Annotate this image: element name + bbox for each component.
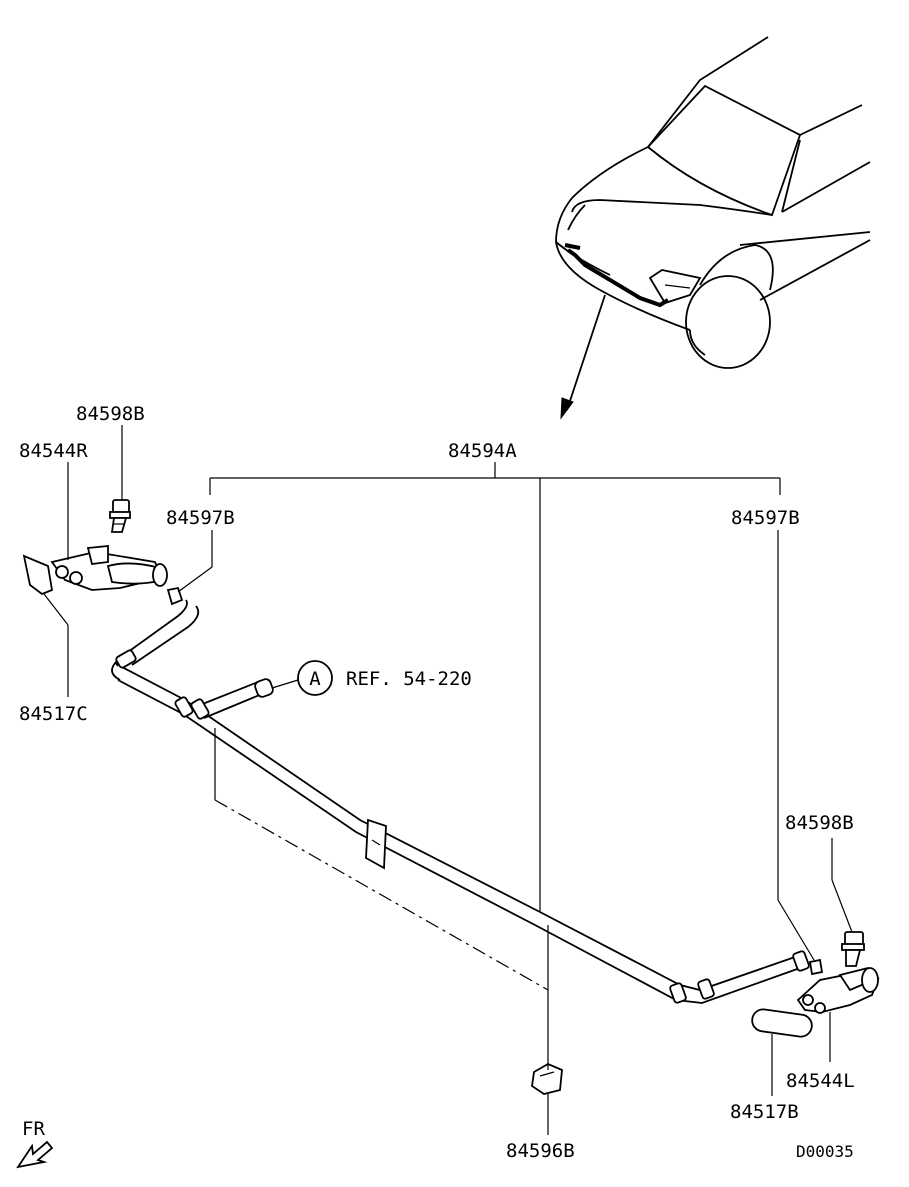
- label-hose-clip: 84596B: [506, 1140, 575, 1162]
- label-cover-left: 84517B: [730, 1101, 799, 1123]
- nozzle-cover-left: [751, 1008, 813, 1038]
- label-nozzle-right: 84544R: [19, 440, 88, 462]
- front-arrow-icon: [16, 1140, 54, 1169]
- label-clip-right: 84597B: [731, 507, 800, 529]
- front-direction-indicator: FR: [16, 1118, 54, 1169]
- leader-lines: [43, 425, 853, 1135]
- label-hose-assembly: 84594A: [448, 440, 517, 462]
- label-nozzle-bolt-right: 84598B: [76, 403, 145, 425]
- label-cover-right: 84517C: [19, 703, 88, 725]
- reference-letter: A: [309, 668, 321, 690]
- label-nozzle-bolt-left: 84598B: [785, 812, 854, 834]
- diagram-code: D00035: [796, 1142, 854, 1161]
- nozzle-cover-right: [22, 554, 54, 596]
- washer-hose-assembly: [111, 599, 810, 1004]
- reference-circle: [297, 660, 333, 696]
- label-clip-left: 84597B: [166, 507, 235, 529]
- vehicle-front-illustration: [555, 36, 871, 420]
- hose-clip-right: [808, 958, 824, 976]
- washer-nozzle-left: [796, 967, 880, 1014]
- front-direction-label: FR: [22, 1118, 45, 1140]
- hose-clip-bracket: [531, 1062, 563, 1095]
- washer-nozzle-right: [50, 545, 168, 591]
- nozzle-bolt-right: [109, 499, 131, 533]
- nozzle-bolt-left: [841, 931, 865, 967]
- reference-callout: A REF. 54-220: [297, 660, 472, 696]
- label-nozzle-left: 84544L: [786, 1070, 855, 1092]
- reference-text: REF. 54-220: [346, 668, 472, 690]
